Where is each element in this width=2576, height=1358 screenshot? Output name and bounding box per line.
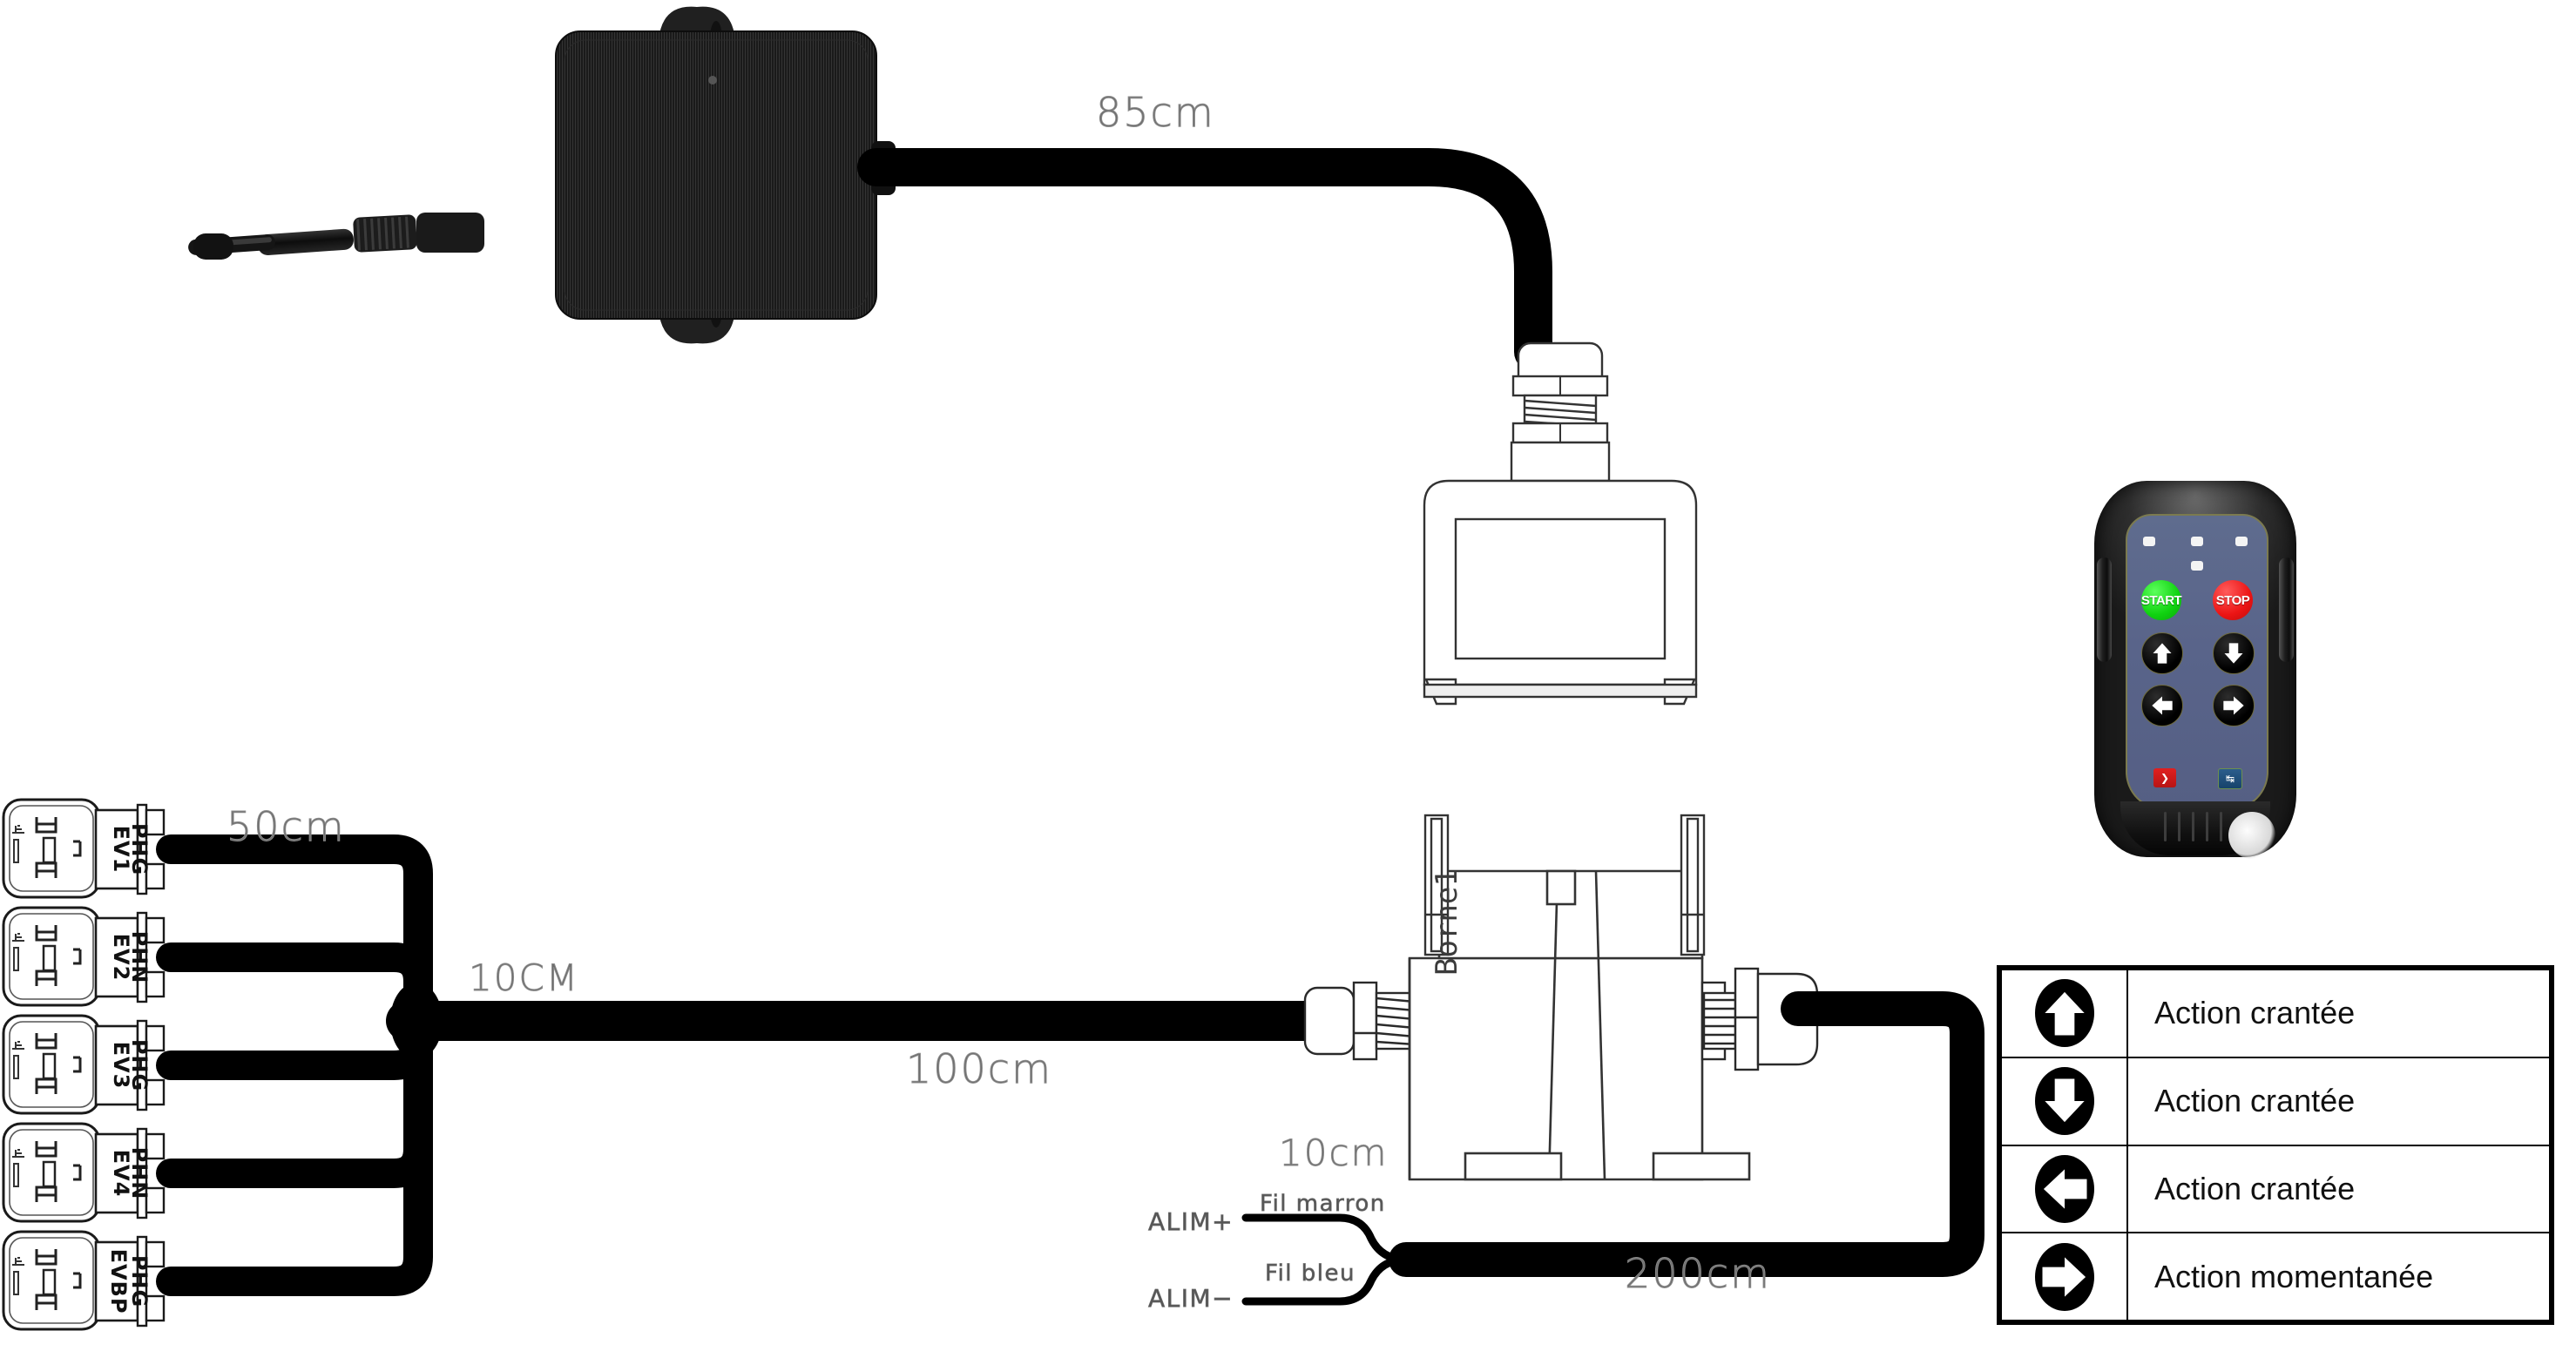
valve-label-EVBP: EVBP [106, 1249, 131, 1314]
valve-label-EV4: EV4 [109, 1150, 133, 1198]
legend-row: Action crantée [2000, 969, 2551, 1058]
cable-85cm [857, 148, 1552, 371]
remote-bottom-grip [2120, 801, 2275, 859]
stop-button[interactable]: STOP [2213, 580, 2253, 620]
receiver-enclosure [1423, 341, 1698, 706]
antenna-icon [188, 213, 484, 260]
valve-sublabel-EV3: PHG [127, 1039, 152, 1091]
right-button[interactable] [2213, 685, 2255, 726]
grip-rib [2220, 812, 2222, 841]
valve-connector-EV4: EV4 PHN [2, 1122, 166, 1223]
power-wire-pair: ALIM+ Fil marron ALIM− Fil bleu [1148, 1191, 1410, 1313]
sticker-blue-icon: ↹ [2218, 768, 2242, 789]
remote-faceplate: START STOP ❯ [2126, 514, 2268, 810]
legend-icon-cell [2000, 1144, 2128, 1234]
cable-200cm [1389, 991, 1984, 1277]
dimension-200cm: 200cm [1625, 1250, 1771, 1297]
terminal-box-borne1: Borne1 [1303, 814, 1819, 1181]
legend-icon-cell [2000, 1232, 2128, 1321]
dimension-10cm-junction: 10CM [469, 956, 579, 999]
up-button[interactable] [2141, 632, 2183, 674]
legend-row: Action crantée [2000, 1056, 2551, 1146]
remote-grip-left [2097, 557, 2112, 662]
dimension-10cm-power: 10cm [1279, 1132, 1388, 1174]
arrow-left-icon [2152, 696, 2173, 715]
dimension-85cm: 85cm [1096, 89, 1215, 136]
alim-plus-label: ALIM+ [1148, 1207, 1234, 1236]
grip-highlight [2228, 812, 2275, 859]
led-lower-center-icon [2191, 561, 2203, 571]
valve-label-EV3: EV3 [109, 1042, 133, 1090]
arrow-left-icon [2034, 1154, 2094, 1223]
remote-grip-right [2279, 557, 2294, 662]
led-left-icon [2143, 537, 2155, 546]
left-button[interactable] [2141, 685, 2183, 726]
valve-label-EV1: EV1 [109, 826, 133, 874]
grip-rib [2206, 812, 2208, 841]
valve-sublabel-EV2: PHN [127, 931, 152, 984]
alim-minus-label: ALIM− [1148, 1284, 1234, 1313]
grip-rib [2178, 812, 2180, 841]
sticker-red-icon: ❯ [2153, 768, 2176, 787]
arrow-down-icon [2034, 1067, 2094, 1136]
legend-icon-cell [2000, 969, 2128, 1058]
wire-blue-label: Fil bleu [1265, 1260, 1356, 1287]
legend-table: Action crantée Action crantée [1997, 965, 2554, 1325]
valve-sublabel-EVBP: PHG [127, 1255, 152, 1307]
valve-connector-EVBP: EVBP PHG [2, 1230, 166, 1331]
legend-action-text: Action crantée [2126, 969, 2551, 1058]
arrow-down-icon [2224, 643, 2243, 664]
valve-harness-cables [156, 834, 433, 1296]
valve-sublabel-EV1: PHG [127, 823, 152, 875]
valve-sublabel-EV4: PHN [127, 1147, 152, 1200]
valve-label-EV2: EV2 [109, 934, 133, 982]
arrow-up-icon [2034, 979, 2094, 1048]
valve-connector-EV2: EV2 PHN [2, 906, 166, 1007]
arrow-right-icon [2034, 1242, 2094, 1311]
valve-connector-EV1: EV1 PHG [2, 798, 166, 899]
start-button[interactable]: START [2141, 580, 2182, 620]
down-button[interactable] [2213, 632, 2255, 674]
terminal-box-label: Borne1 [1430, 868, 1464, 976]
led-right-icon [2235, 537, 2248, 546]
legend-icon-cell [2000, 1056, 2128, 1146]
wire-brown-label: Fil marron [1260, 1191, 1386, 1217]
legend-row: Action crantée [2000, 1144, 2551, 1234]
remote-control[interactable]: START STOP ❯ [2094, 481, 2296, 859]
valve-connector-EV3: EV3 PHG [2, 1014, 166, 1115]
arrow-up-icon [2153, 643, 2172, 664]
valve-connector-group: EV1 PHG EV2 PHN [2, 798, 166, 1331]
receiver-module [188, 6, 896, 344]
led-center-icon [2191, 537, 2203, 546]
legend-row: Action momentanée [2000, 1232, 2551, 1321]
legend-action-text: Action crantée [2126, 1056, 2551, 1146]
arrow-right-icon [2223, 696, 2244, 715]
grip-rib [2164, 812, 2167, 841]
grip-rib [2192, 812, 2194, 841]
dimension-50cm: 50cm [226, 803, 346, 850]
legend-action-text: Action momentanée [2126, 1232, 2551, 1321]
legend-action-text: Action crantée [2126, 1144, 2551, 1234]
dimension-100cm: 100cm [906, 1045, 1052, 1092]
